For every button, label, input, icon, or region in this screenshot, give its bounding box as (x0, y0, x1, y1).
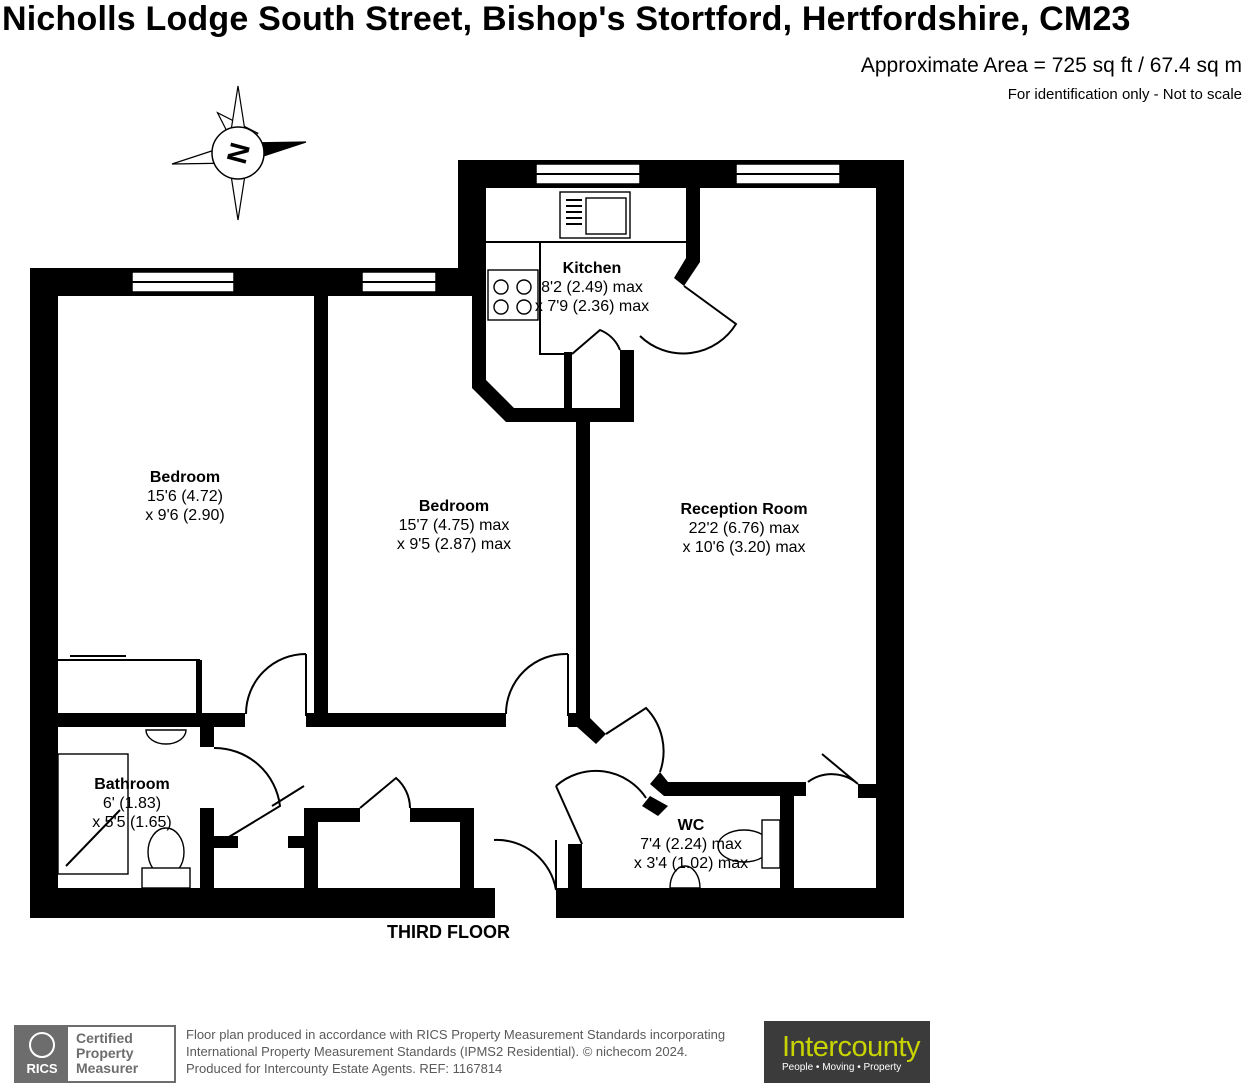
agent-brand: Intercounty (782, 1031, 920, 1063)
doors (213, 285, 859, 891)
windows (131, 163, 841, 293)
approximate-area: Approximate Area = 725 sq ft / 67.4 sq m (860, 54, 1242, 77)
room-reception: Reception Room 22'2 (6.76) max x 10'6 (3… (680, 501, 808, 556)
door-cupboard (359, 776, 411, 809)
room-wc: WC 7'4 (2.24) max x 3'4 (1.02) max (633, 817, 749, 872)
rics-logo: RICS (16, 1027, 68, 1081)
agent-tagline: People • Moving • Property (782, 1062, 902, 1073)
room-bedroom-2: Bedroom 15'7 (4.75) max x 9'5 (2.87) max (396, 498, 512, 553)
room-kitchen: Kitchen 8'2 (2.49) max x 7'9 (2.36) max (534, 260, 650, 315)
rics-seal-icon (29, 1032, 55, 1058)
page-title: Nicholls Lodge South Street, Bishop's St… (2, 0, 1131, 38)
scale-disclaimer: For identification only - Not to scale (1007, 86, 1242, 103)
door-kitchen-store (571, 328, 621, 355)
door-bathroom (213, 746, 282, 847)
agent-logo: Intercounty People • Moving • Property (764, 1021, 930, 1083)
door-bedroom2 (505, 652, 569, 716)
door-entrance (493, 838, 557, 891)
bathroom-fixtures (57, 729, 191, 889)
wc-basin-icon (669, 865, 701, 889)
door-kitchen (639, 285, 738, 355)
footer-disclaimer: Floor plan produced in accordance with R… (186, 1027, 726, 1076)
door-reception (605, 706, 665, 773)
door-wc (555, 769, 647, 845)
room-bedroom-1: Bedroom 15'6 (4.72) x 9'6 (2.90) (145, 469, 225, 524)
basin-icon (145, 729, 187, 745)
compass-icon: N (171, 85, 307, 221)
wc-fixtures (669, 819, 781, 889)
wardrobe (58, 655, 200, 661)
floor-label: THIRD FLOOR (387, 922, 510, 942)
rics-badge: RICS Certified Property Measurer (14, 1025, 176, 1083)
kitchen-fixtures (486, 191, 686, 355)
door-bedroom1 (245, 653, 307, 716)
door-store (807, 753, 859, 785)
room-bathroom: Bathroom 6' (1.83) x 5'5 (1.65) (92, 776, 172, 831)
rics-certified-text: Certified Property Measurer (76, 1030, 139, 1076)
